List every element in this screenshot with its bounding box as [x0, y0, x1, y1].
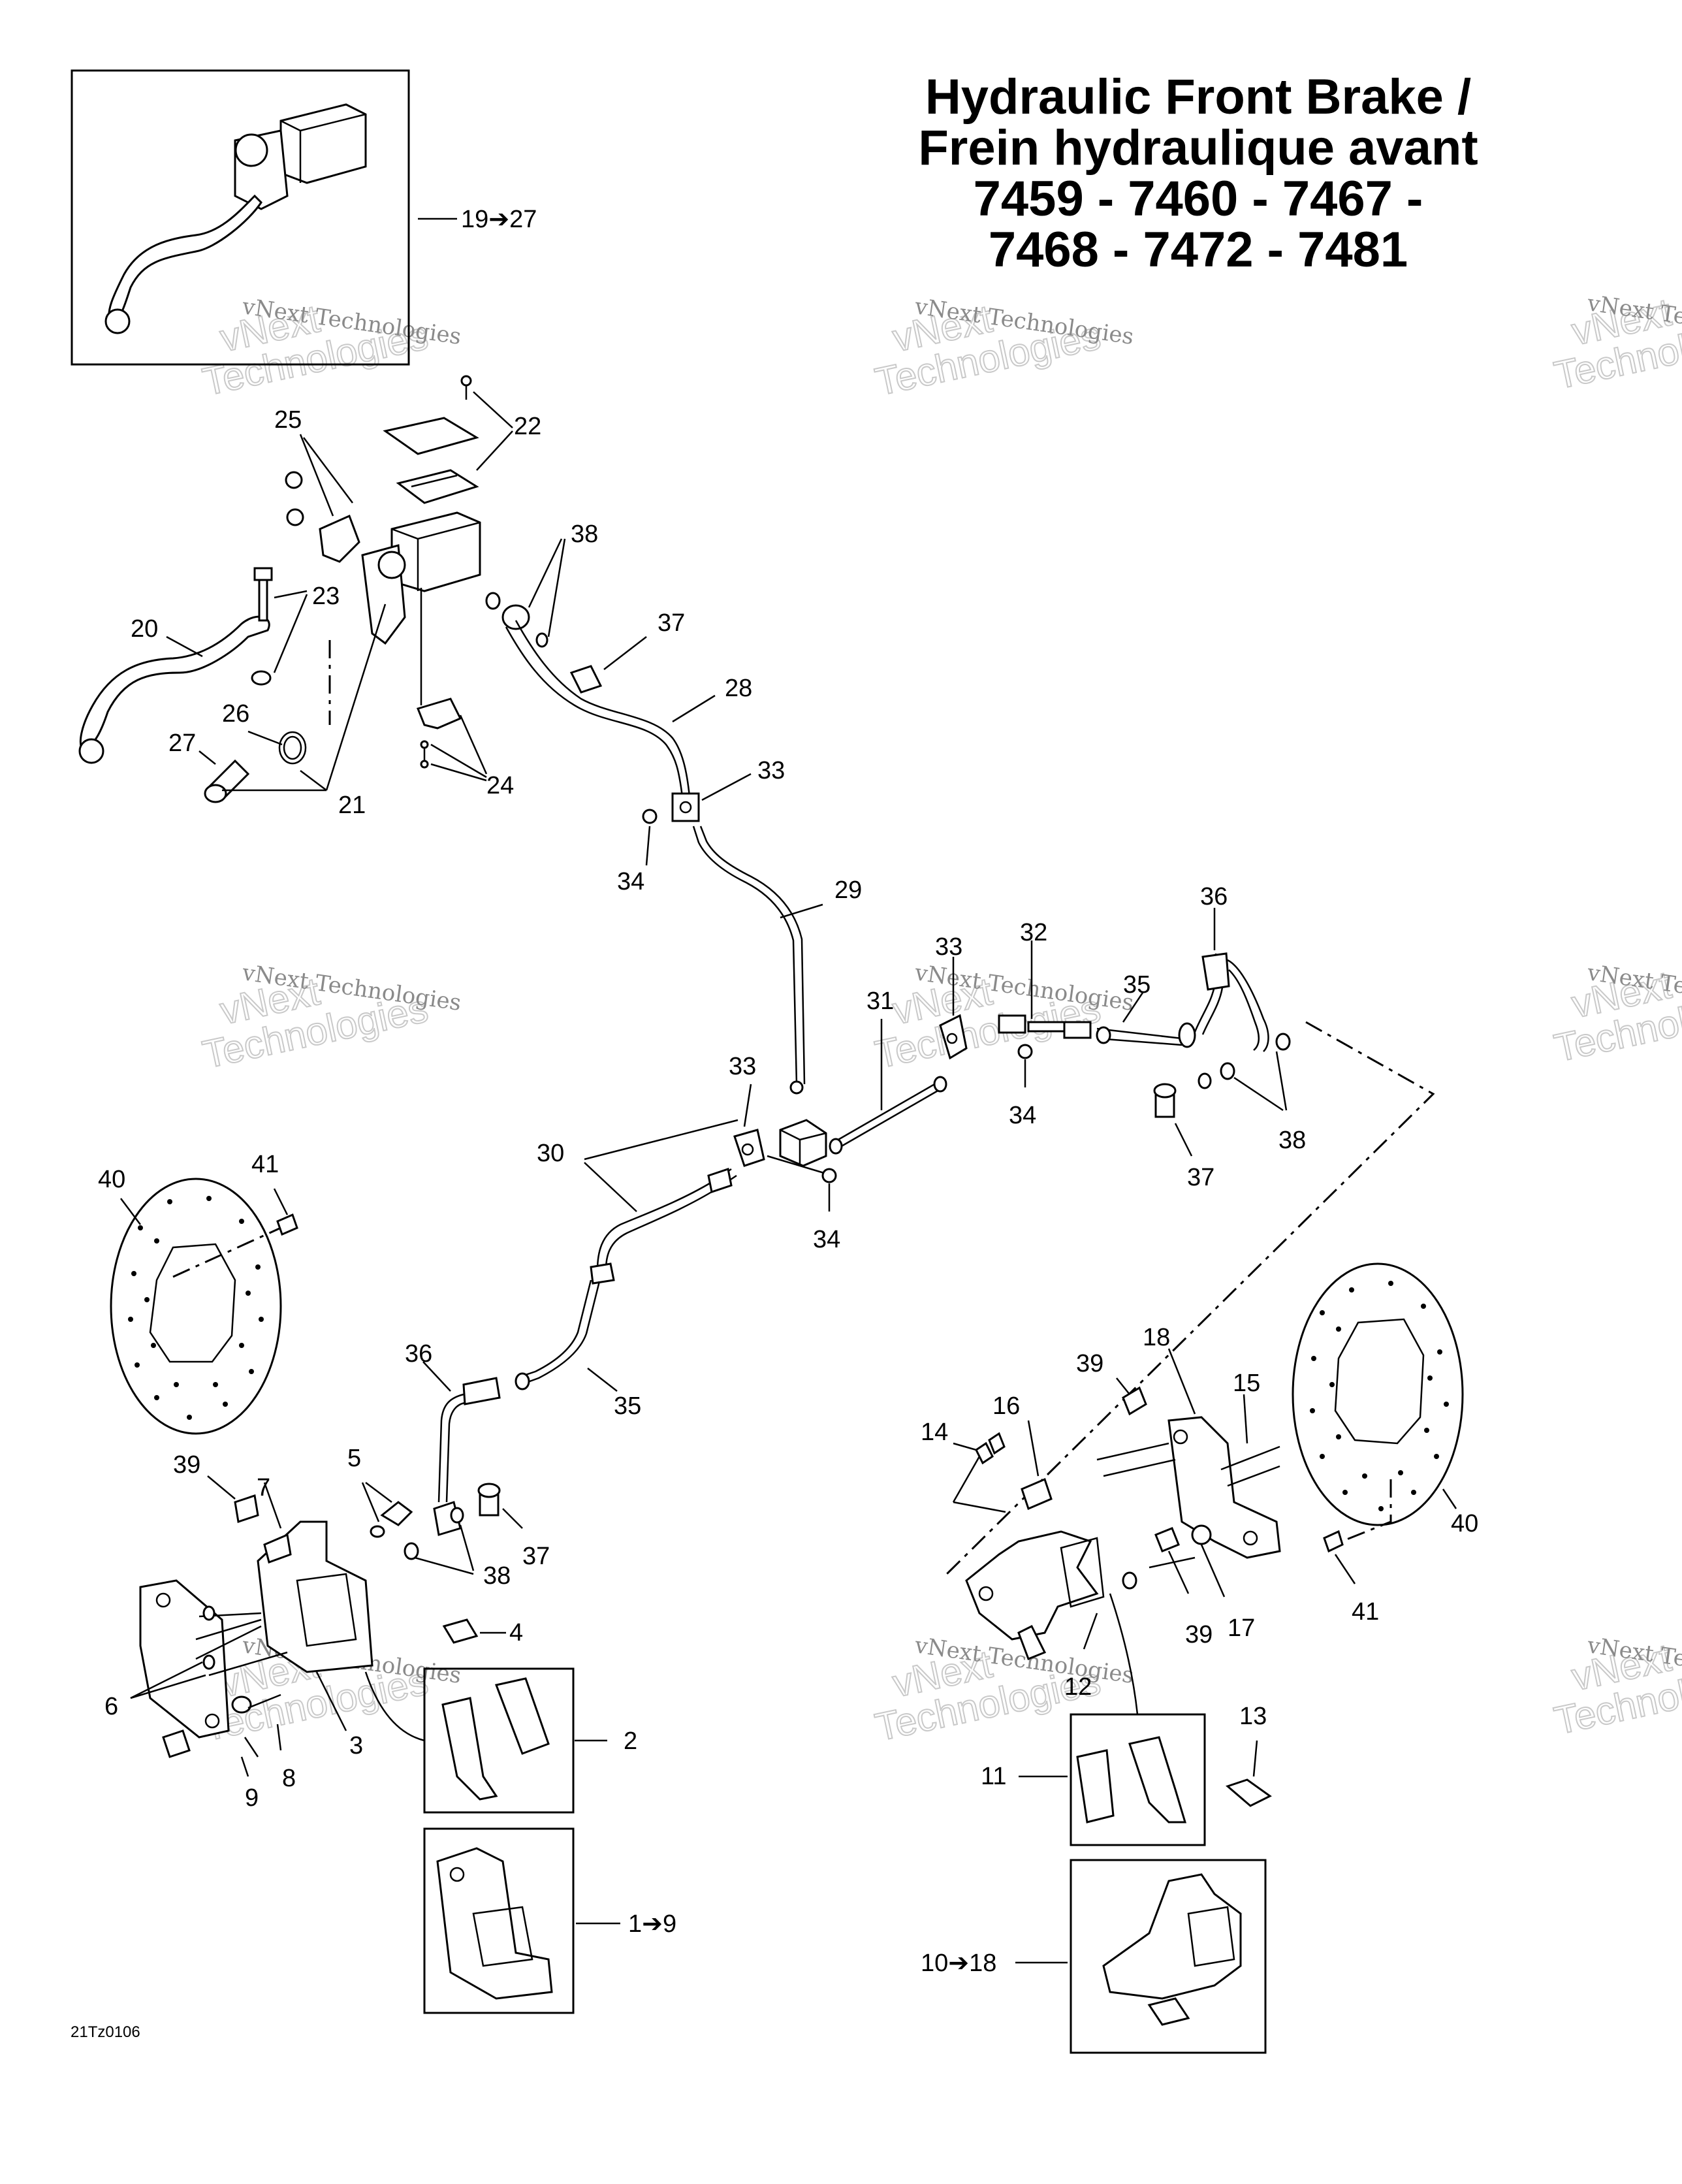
callout-13: 13 [1239, 1703, 1267, 1730]
callout-20: 20 [131, 615, 158, 643]
callout-29: 29 [834, 876, 862, 904]
master-cylinder-exploded: 22 25 20 23 26 27 21 [78, 375, 541, 819]
title-line-1: Hydraulic Front Brake / [925, 69, 1472, 125]
callout-26: 26 [222, 700, 249, 728]
callout-33-upper: 33 [757, 757, 785, 784]
callout-39-right-upper: 39 [1076, 1350, 1103, 1377]
right-pads-box: 11 13 [981, 1703, 1272, 1846]
callout-40-left: 40 [98, 1166, 125, 1193]
callout-35-right: 35 [1123, 971, 1150, 999]
callout-34-middle: 34 [813, 1226, 840, 1253]
callout-37-upper: 37 [658, 609, 685, 637]
callout-37-left: 37 [522, 1543, 550, 1570]
callout-40-right: 40 [1451, 1510, 1478, 1537]
callout-8: 8 [282, 1765, 296, 1792]
callout-2: 2 [624, 1727, 637, 1755]
left-pads-box: 2 [423, 1667, 637, 1814]
callout-6: 6 [104, 1693, 118, 1720]
callout-27: 27 [168, 730, 196, 757]
callout-41-right: 41 [1352, 1598, 1379, 1626]
right-caliper-box: 10➔18 [921, 1859, 1267, 2054]
callout-21: 21 [338, 792, 366, 819]
callout-33-right: 33 [935, 933, 962, 961]
callout-38-right: 38 [1278, 1127, 1306, 1154]
callout-3: 3 [349, 1732, 363, 1759]
callout-23: 23 [312, 583, 340, 610]
callout-1-9: 1➔9 [628, 1910, 676, 1938]
callout-33-middle: 33 [729, 1053, 756, 1080]
callout-17: 17 [1228, 1614, 1255, 1642]
callout-31: 31 [866, 988, 894, 1015]
callout-35-left: 35 [614, 1392, 641, 1420]
callout-34-right: 34 [1009, 1102, 1036, 1129]
callout-19-27: 19➔27 [461, 206, 537, 233]
left-caliper-box: 1➔9 [423, 1827, 676, 2014]
callout-41-left: 41 [251, 1151, 279, 1178]
callout-39-right-lower: 39 [1185, 1621, 1213, 1648]
left-branch-line: 35 36 37 38 [404, 1279, 641, 1590]
drawing-code: 21Tz0106 [71, 2023, 140, 2041]
callout-39-left: 39 [173, 1451, 200, 1479]
callout-37-right: 37 [1187, 1164, 1214, 1191]
callout-36-left: 36 [405, 1340, 432, 1368]
callout-38-upper: 38 [571, 521, 598, 548]
callout-34-upper: 34 [617, 868, 644, 895]
diagram-title: Hydraulic Front Brake / Frein hydrauliqu… [823, 72, 1574, 276]
title-line-3: 7459 - 7460 - 7467 - [973, 171, 1423, 227]
callout-18: 18 [1143, 1324, 1170, 1351]
title-line-4: 7468 - 7472 - 7481 [988, 222, 1408, 278]
callout-30: 30 [537, 1140, 564, 1167]
callout-12: 12 [1064, 1673, 1092, 1701]
callout-9: 9 [245, 1784, 259, 1812]
right-branch-line: 33 32 34 35 36 37 38 [935, 883, 1435, 1575]
callout-36-right: 36 [1200, 883, 1228, 910]
right-brake-disc: 40 41 [1292, 1262, 1478, 1626]
callout-5: 5 [347, 1445, 361, 1472]
junction-block: 33 34 31 30 [537, 988, 947, 1285]
callout-22: 22 [514, 413, 541, 440]
brake-line-28: 38 37 28 33 34 [485, 521, 785, 895]
callout-32: 32 [1020, 919, 1047, 946]
callout-25: 25 [274, 406, 302, 434]
left-brake-disc: 40 41 [98, 1151, 298, 1435]
callout-11: 11 [981, 1763, 1006, 1790]
callout-28: 28 [725, 675, 752, 702]
callout-14: 14 [921, 1419, 948, 1446]
inset-master-cylinder: 19➔27 [71, 69, 537, 366]
callout-4: 4 [509, 1619, 523, 1646]
callout-38-left: 38 [483, 1562, 511, 1590]
right-caliper-exploded: 18 15 14 16 39 39 17 12 [921, 1324, 1281, 1715]
title-line-2: Frein hydraulique avant [918, 120, 1478, 176]
callout-10-18: 10➔18 [921, 1950, 996, 1977]
callout-7: 7 [257, 1474, 270, 1502]
callout-16: 16 [992, 1392, 1020, 1420]
callout-15: 15 [1233, 1370, 1260, 1397]
left-caliper-exploded: 39 7 5 4 6 9 8 3 [104, 1445, 523, 1812]
brake-line-29: 29 [692, 826, 862, 1085]
callout-24: 24 [486, 772, 514, 799]
